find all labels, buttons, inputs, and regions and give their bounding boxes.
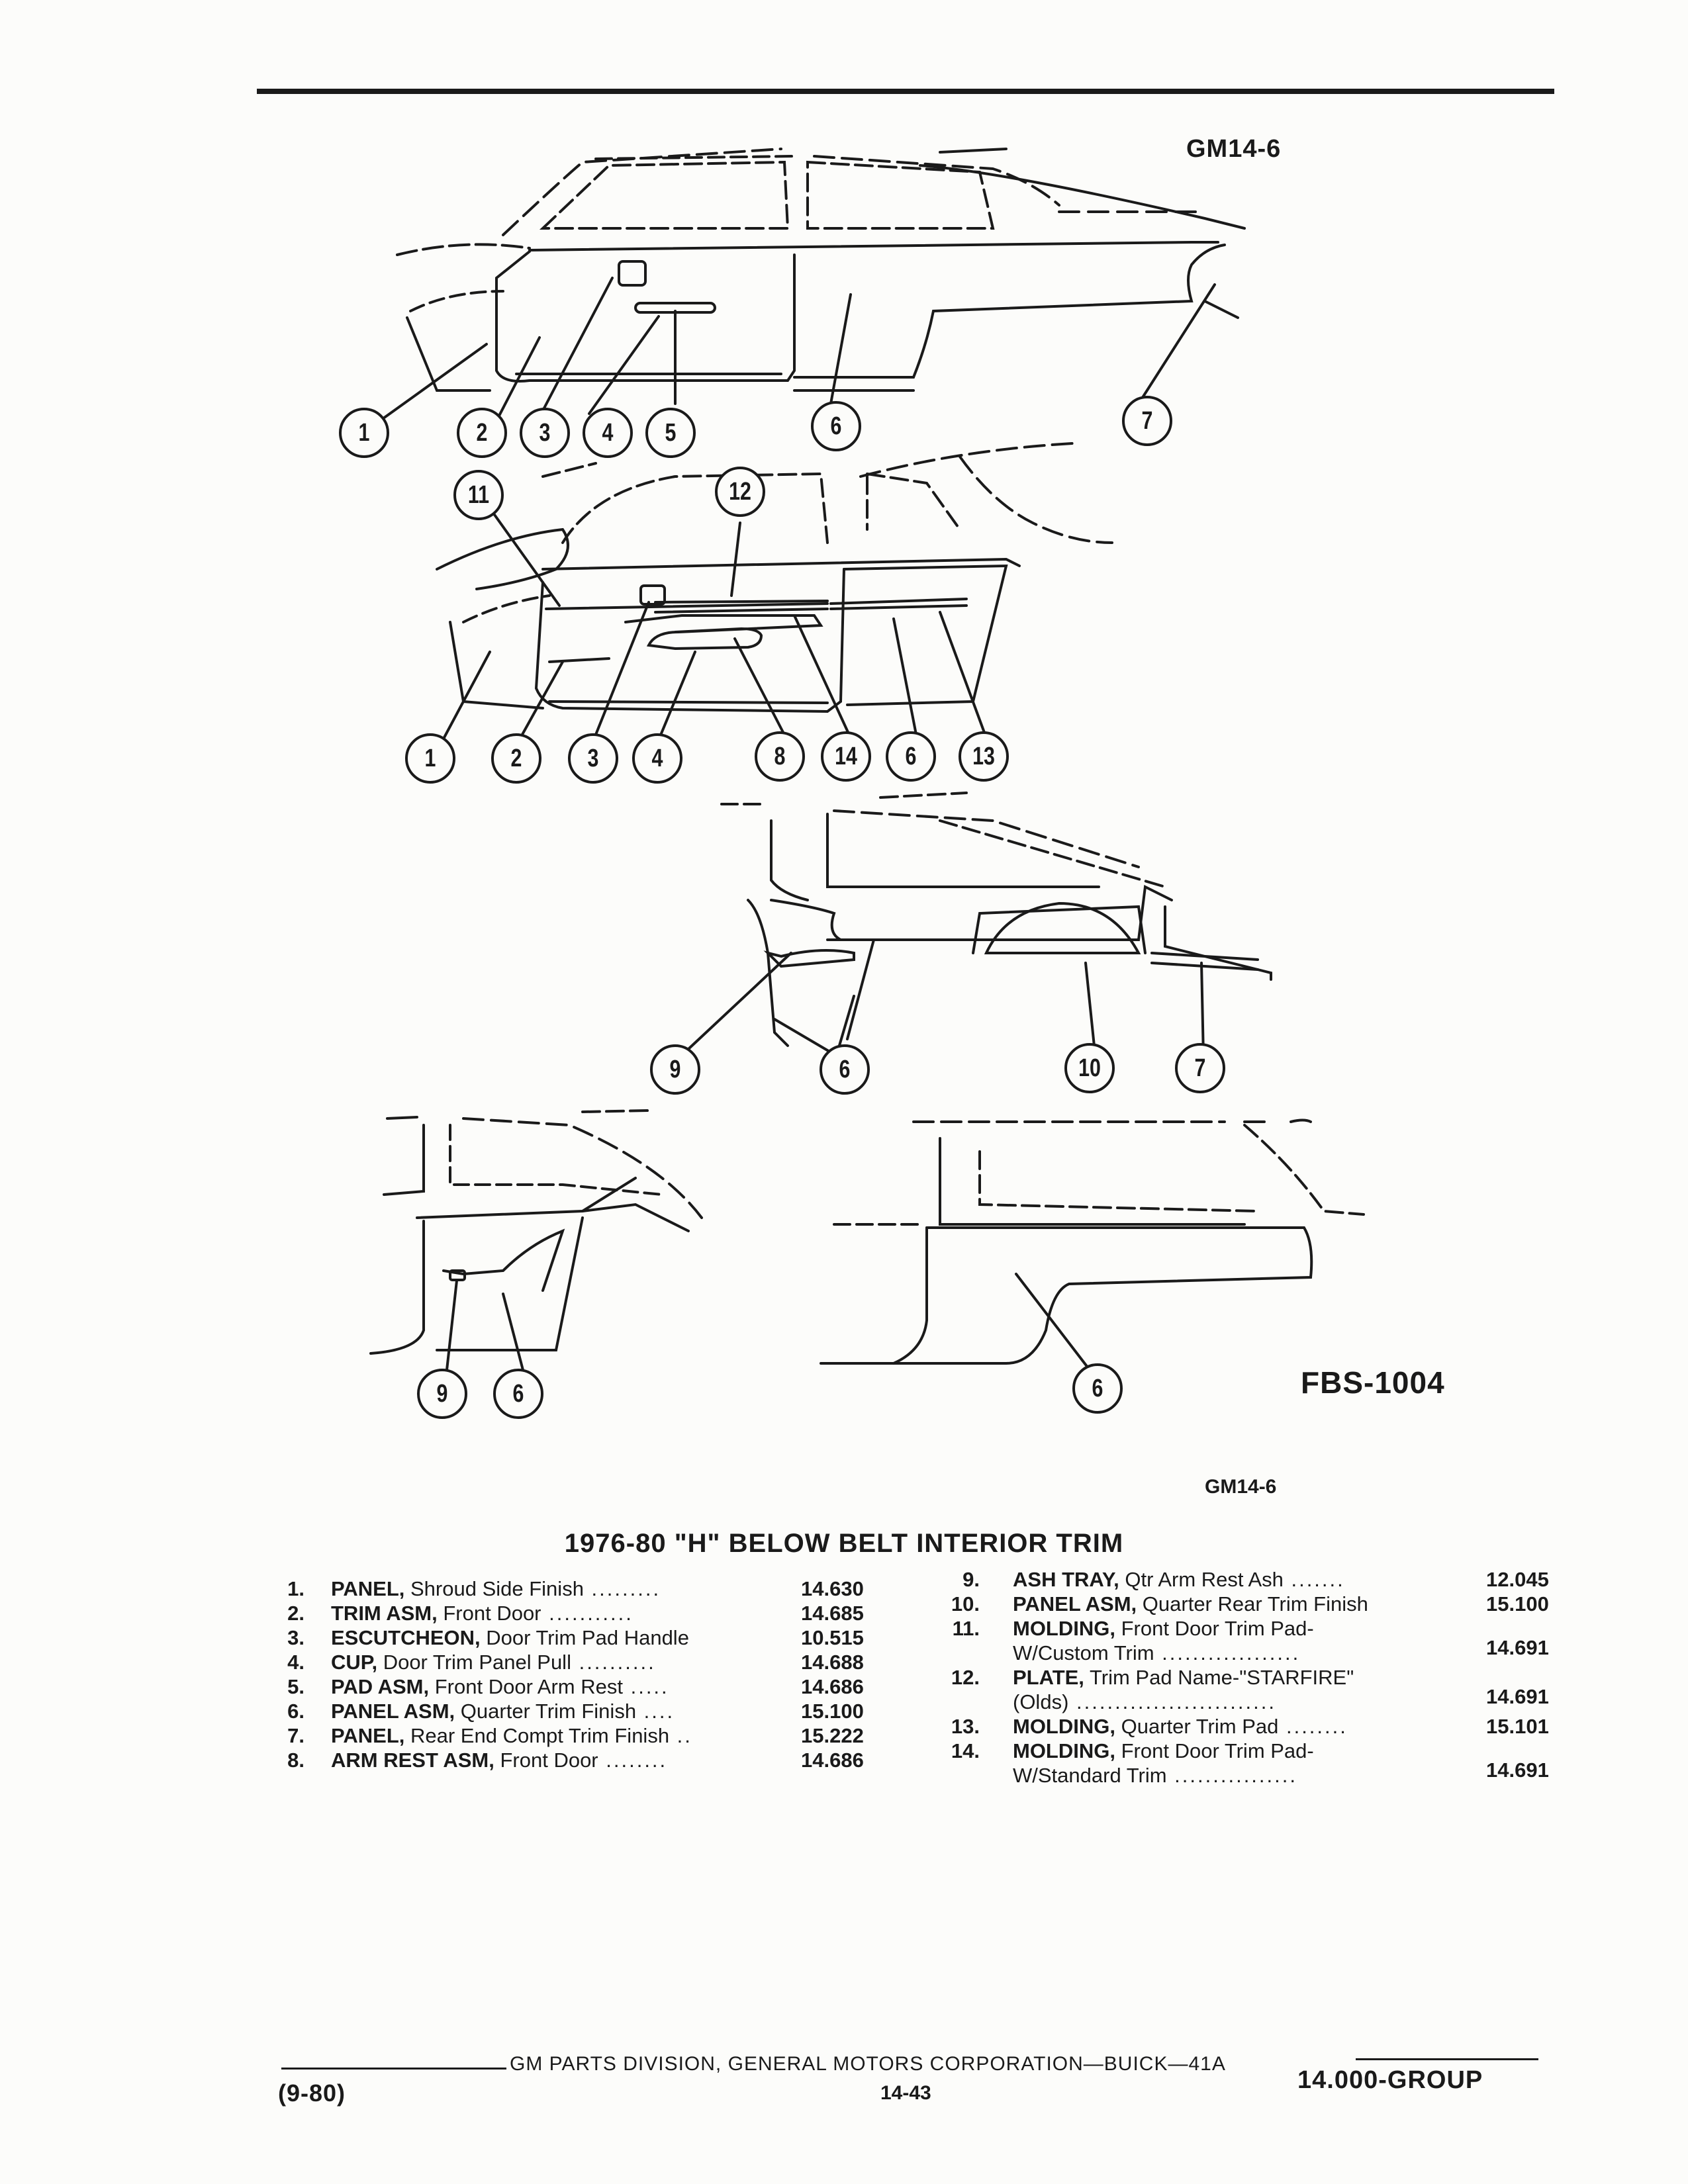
callout-2: 2 [457,408,507,458]
parts-list-right: 9. ASH TRAY, Qtr Arm Rest Ash ....... 12… [940,1567,1575,1792]
view-2-interior [436,442,1113,752]
callout-3: 3 [568,733,618,784]
part-name: CUP, Door Trim Panel Pull .......... [331,1651,656,1674]
part-number: 14. [951,1739,980,1762]
callout-6: 6 [811,401,861,451]
part-number: 13. [951,1715,980,1738]
figure-code-top: GM14-6 [1186,135,1282,163]
callout-11: 11 [453,470,504,520]
part-ref: 14.691 [1486,1758,1549,1782]
part-name: ASH TRAY, Qtr Arm Rest Ash ....... [1013,1568,1345,1591]
part-name: PANEL, Shroud Side Finish ......... [331,1577,661,1600]
part-number: 4. [287,1651,305,1674]
callout-6: 6 [820,1044,870,1095]
footer-group: 14.000-GROUP [1297,2066,1483,2094]
part-ref: 15.222 [801,1724,864,1747]
part-name: PANEL ASM, Quarter Trim Finish .... [331,1700,675,1723]
footer-division-line: GM PARTS DIVISION, GENERAL MOTORS CORPOR… [510,2053,1226,2075]
part-name: MOLDING, Quarter Trim Pad ........ [1013,1715,1348,1738]
callout-4: 4 [632,733,682,784]
callout-6: 6 [886,731,936,782]
part-name: MOLDING, Front Door Trim Pad- [1013,1617,1314,1640]
callout-1: 1 [339,408,389,458]
part-number: 12. [951,1666,980,1689]
callout-1: 1 [405,733,455,784]
part-number: 7. [287,1724,305,1747]
part-name-line2: (Olds) .......................... [1013,1690,1276,1713]
part-number: 10. [951,1592,980,1615]
callout-8: 8 [755,731,805,782]
part-ref: 14.688 [801,1651,864,1674]
section-title: 1976-80 "H" BELOW BELT INTERIOR TRIM [564,1529,1124,1558]
top-rule [257,89,1554,94]
callout-14: 14 [821,731,871,782]
callout-10: 10 [1064,1043,1115,1093]
callout-4: 4 [583,408,633,458]
part-ref: 14.691 [1486,1636,1549,1659]
part-name: ARM REST ASM, Front Door ........ [331,1749,668,1772]
callout-9: 9 [650,1044,700,1095]
part-name: PANEL, Rear End Compt Trim Finish .. [331,1724,692,1747]
part-ref: 14.630 [801,1577,864,1600]
footer-page-number: 14-43 [880,2082,931,2104]
part-number: 2. [287,1602,305,1625]
part-number: 11. [952,1617,980,1640]
part-ref: 15.101 [1486,1715,1549,1738]
part-ref: 15.100 [1486,1592,1549,1615]
callout-3: 3 [520,408,570,458]
part-number: 6. [287,1700,305,1723]
view-3-quarter [687,792,1272,1060]
part-number: 9. [962,1568,980,1591]
callout-9: 9 [417,1369,467,1419]
part-name: PAD ASM, Front Door Arm Rest ..... [331,1675,669,1698]
part-ref: 15.100 [801,1700,864,1723]
part-ref: 14.686 [801,1749,864,1772]
part-name: MOLDING, Front Door Trim Pad- [1013,1739,1314,1762]
part-number: 8. [287,1749,305,1772]
part-name: ESCUTCHEON, Door Trim Pad Handle [331,1626,689,1649]
callout-6: 6 [493,1369,543,1419]
fbs-code: FBS-1004 [1301,1365,1445,1400]
part-name-line2: W/Custom Trim .................. [1013,1641,1301,1664]
callout-12: 12 [715,467,765,517]
part-ref: 14.685 [801,1602,864,1625]
footer-rule-left [281,2068,506,2070]
footer-date: (9-80) [278,2079,346,2107]
part-name: PLATE, Trim Pad Name-"STARFIRE" [1013,1666,1354,1689]
part-name: TRIM ASM, Front Door ........... [331,1602,633,1625]
part-ref: 12.045 [1486,1568,1549,1591]
part-number: 5. [287,1675,305,1698]
part-number: 1. [287,1577,305,1600]
callout-6: 6 [1072,1363,1123,1414]
parts-list-left: 1. PANEL, Shroud Side Finish ......... 1… [265,1576,880,1788]
figure-code-bottom: GM14-6 [1205,1476,1277,1498]
part-ref: 10.515 [801,1626,864,1649]
callout-2: 2 [491,733,541,784]
callout-5: 5 [645,408,696,458]
part-name: PANEL ASM, Quarter Rear Trim Finish [1013,1592,1368,1615]
view-1-side [379,148,1246,441]
callout-7: 7 [1175,1043,1225,1093]
part-name-line2: W/Standard Trim ................ [1013,1764,1297,1787]
part-number: 3. [287,1626,305,1649]
callout-7: 7 [1122,396,1172,446]
view-4-ashtray [369,1109,703,1371]
view-5-rear [820,1118,1365,1375]
callout-13: 13 [959,731,1009,782]
footer-rule-right [1356,2058,1538,2060]
part-ref: 14.686 [801,1675,864,1698]
part-ref: 14.691 [1486,1685,1549,1708]
